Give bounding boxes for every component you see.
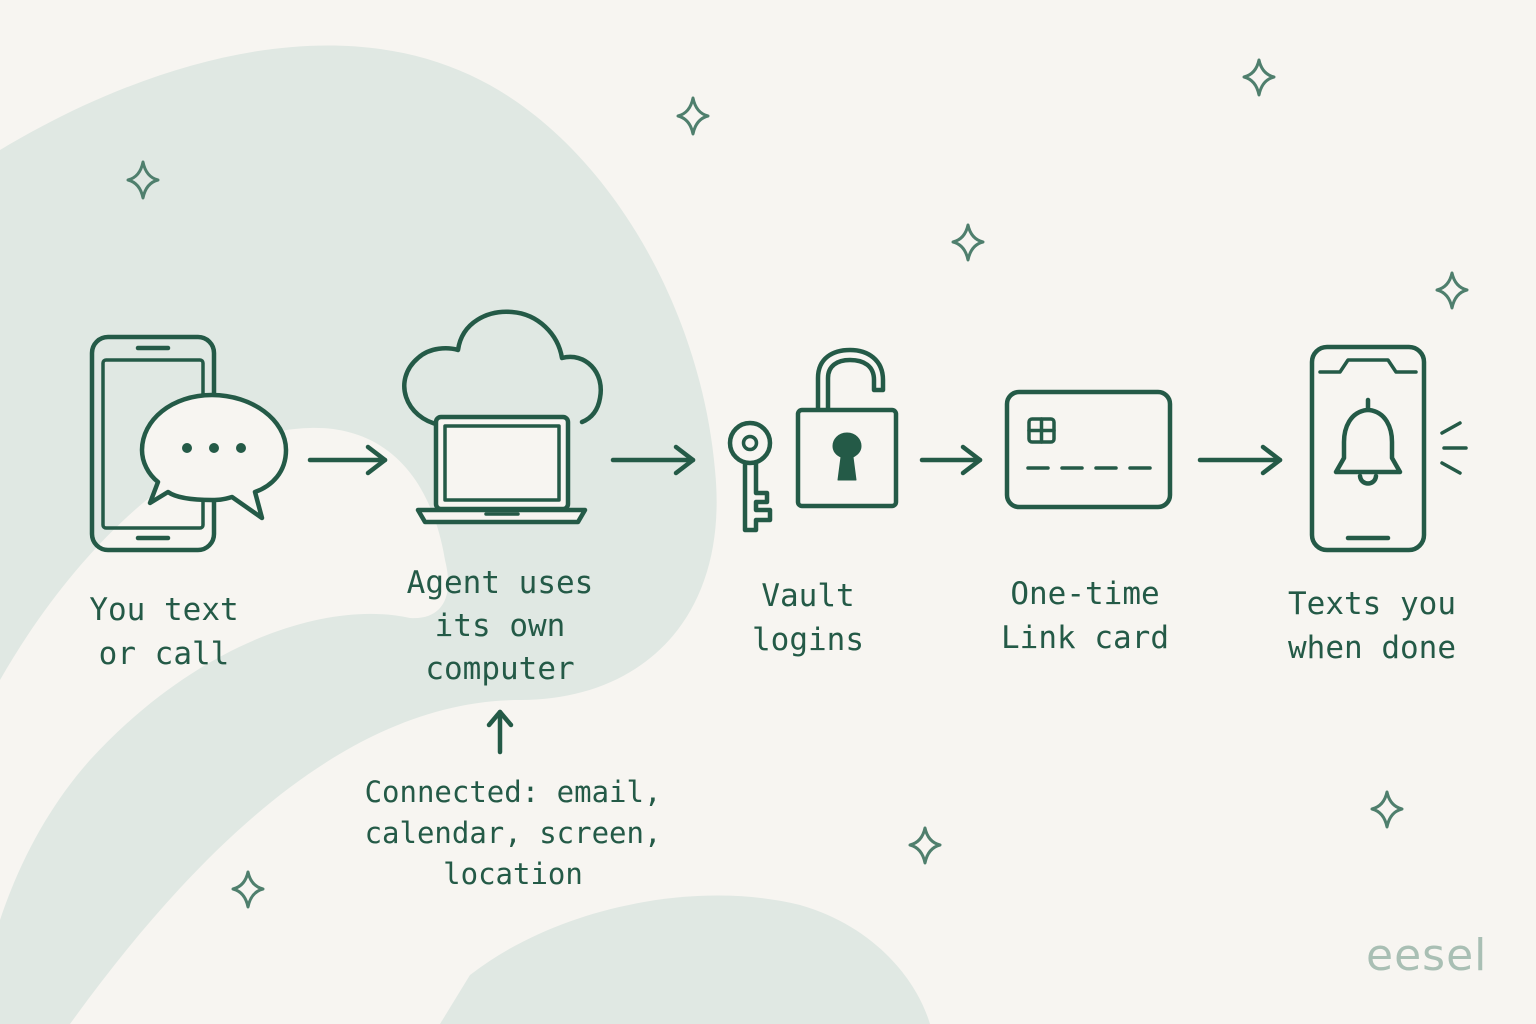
- flow-arrow-1: [307, 444, 388, 476]
- sparkle-icon: [951, 223, 985, 262]
- cloud-laptop-icon: [402, 309, 604, 525]
- step-label-vault: Vault logins: [752, 574, 864, 662]
- label-line: computer: [425, 651, 575, 687]
- label-line: calendar, screen,: [364, 816, 662, 850]
- step-label-agent-computer: Agent uses its own computer: [407, 562, 594, 691]
- step-label-notify: Texts you when done: [1288, 582, 1456, 670]
- credit-card-icon: [1004, 389, 1173, 510]
- flow-arrow-3: [919, 444, 983, 476]
- phone-chat-icon: [89, 334, 289, 553]
- phone-bell-icon: [1309, 344, 1468, 553]
- label-line: Vault: [761, 578, 855, 614]
- label-line: One-time: [1010, 576, 1160, 612]
- sparkle-icon: [1242, 58, 1276, 97]
- flow-arrow-4: [1197, 444, 1283, 476]
- label-line: Link card: [1001, 620, 1169, 656]
- flow-arrow-2: [610, 444, 696, 476]
- connected-services-label: Connected: email, calendar, screen, loca…: [365, 772, 662, 895]
- label-line: location: [443, 857, 583, 891]
- label-line: its own: [434, 608, 566, 644]
- sparkle-icon: [231, 870, 265, 909]
- step-label-link-card: One-time Link card: [1001, 572, 1169, 660]
- label-line: You text: [89, 592, 239, 628]
- brand-logo: eesel: [1366, 930, 1488, 981]
- label-line: Connected: email,: [364, 775, 662, 809]
- label-line: when done: [1288, 630, 1456, 666]
- sparkle-icon: [676, 96, 710, 136]
- sparkle-icon: [1370, 790, 1404, 829]
- label-line: or call: [98, 636, 230, 672]
- connected-up-arrow: [486, 709, 514, 755]
- key-padlock-icon: [727, 347, 899, 533]
- label-line: logins: [752, 622, 864, 658]
- label-line: Texts you: [1288, 586, 1456, 622]
- background-blob-bottom: [440, 895, 930, 1024]
- step-label-text-call: You text or call: [89, 588, 238, 676]
- sparkle-icon: [126, 160, 160, 200]
- sparkle-icon: [1435, 271, 1469, 310]
- sparkle-icon: [908, 826, 942, 865]
- sparkles: [126, 58, 1469, 909]
- label-line: Agent uses: [406, 565, 594, 601]
